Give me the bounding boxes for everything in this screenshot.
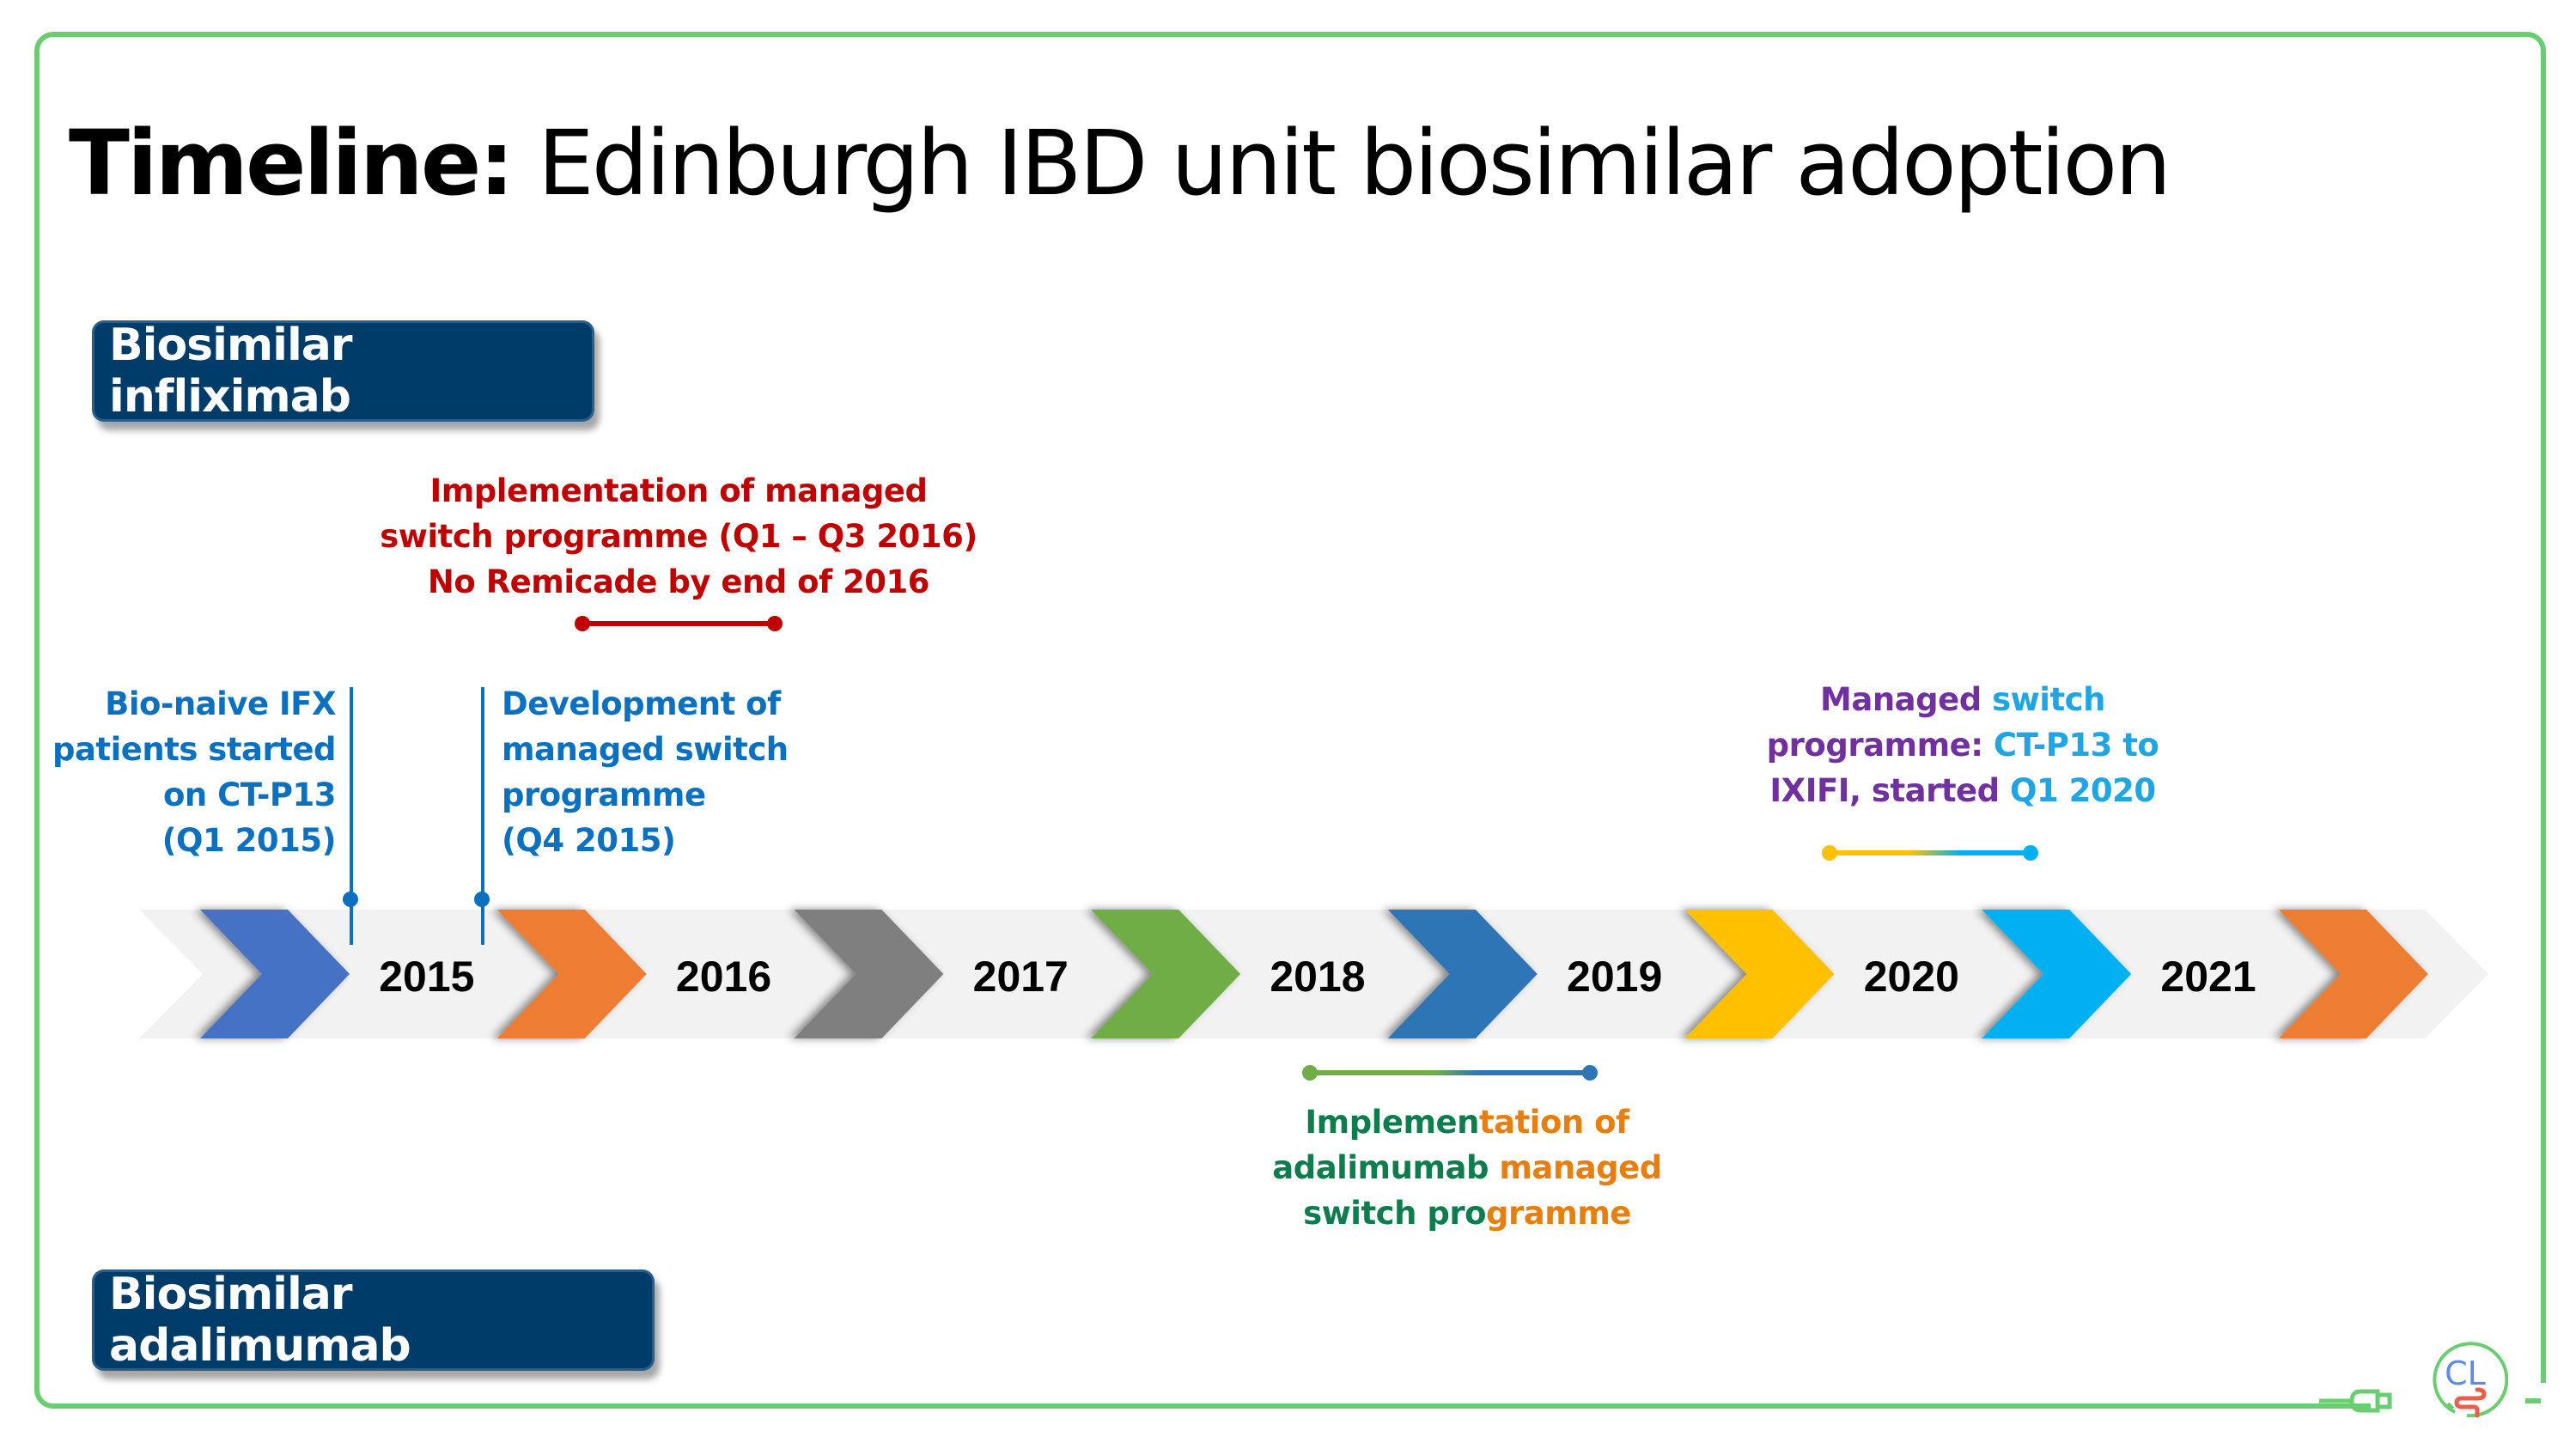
text-part: adalimumab — [1272, 1149, 1500, 1186]
band-arrow — [139, 910, 2488, 1038]
annotation-line: patients started — [52, 731, 337, 768]
text-part: Q1 2020 — [2010, 772, 2156, 809]
title-rest: Edinburgh IBD unit biosimilar adoption — [511, 111, 2171, 216]
annotation-development: Development of managed switch programme … — [502, 681, 789, 863]
annotation-adalimumab-switch: Implementation of adalimumab managed swi… — [1272, 1099, 1662, 1236]
text-part: tation of — [1478, 1104, 1629, 1141]
annotation-line: programme: CT-P13 to — [1767, 722, 2159, 768]
text-part: IXIFI, started — [1769, 772, 2011, 809]
annotation-line: No Remicade by end of 2016 — [427, 563, 930, 600]
title-bold: Timeline: — [69, 111, 515, 216]
text-part: managed — [1499, 1149, 1662, 1186]
chevron-arrow-icon — [1091, 910, 1241, 1038]
section-adalimumab-button[interactable]: Biosimilar adalimumab — [92, 1269, 655, 1372]
annotation-implementation-ifx: Implementation of managed switch program… — [380, 468, 977, 605]
chevron-arrow-icon — [496, 910, 647, 1038]
range-bar-2020 — [1830, 850, 2031, 855]
annotation-line: IXIFI, started Q1 2020 — [1767, 768, 2159, 813]
section-infliximab-label: Biosimilar infliximab — [109, 320, 353, 423]
annotation-bio-naive: Bio-naive IFX patients started on CT-P13… — [52, 681, 337, 863]
annotation-line: (Q4 2015) — [502, 822, 676, 859]
annotation-line: programme — [502, 776, 706, 813]
year-label-2017: 2017 — [972, 953, 1069, 1001]
annotation-line: Managed switch — [1767, 677, 2159, 722]
annotation-line: Implementation of managed — [429, 472, 928, 509]
marker-line-q1-2015 — [350, 687, 353, 945]
marker-dot-q1-2015 — [343, 892, 358, 907]
year-label-2018: 2018 — [1270, 953, 1366, 1001]
section-adalimumab-label: Biosimilar adalimumab — [109, 1269, 411, 1372]
annotation-line: switch programme (Q1 – Q3 2016) — [380, 518, 977, 555]
range-dot-end — [2023, 845, 2038, 861]
year-label-2020: 2020 — [1863, 953, 1959, 1001]
text-part: Implemen — [1305, 1104, 1479, 1141]
chevron-arrow-icon — [1387, 910, 1538, 1038]
range-dot-end — [1582, 1065, 1598, 1081]
range-dot-start — [1822, 845, 1837, 861]
annotation-line: Development of — [502, 685, 781, 722]
plug-icon — [2319, 1383, 2405, 1413]
annotation-line: on CT-P13 — [162, 776, 337, 813]
frame-tail — [2525, 1398, 2541, 1403]
year-label-2019: 2019 — [1567, 953, 1663, 1001]
range-dot-end — [767, 616, 783, 631]
chevron-arrow-icon — [200, 910, 350, 1038]
range-dot-start — [575, 616, 590, 631]
text-part: switch pro — [1303, 1195, 1486, 1232]
annotation-line: switch programme — [1272, 1190, 1661, 1236]
year-label-2021: 2021 — [2160, 953, 2256, 1001]
text-part: CT-P13 to — [1993, 727, 2159, 764]
text-part: Managed — [1820, 681, 1993, 718]
annotation-line: (Q1 2015) — [161, 822, 337, 859]
slide-frame — [34, 32, 2546, 1409]
range-bar-2018 — [1310, 1070, 1590, 1075]
text-part: programme: — [1766, 727, 1994, 764]
chevron-arrow-icon — [2278, 910, 2428, 1038]
text-part: gramme — [1485, 1195, 1631, 1232]
page-title: Timeline: Edinburgh IBD unit biosimilar … — [69, 110, 2171, 217]
marker-dot-q4-2015 — [474, 892, 490, 907]
range-dot-start — [1302, 1065, 1318, 1081]
annotation-line: Bio-naive IFX — [105, 685, 336, 722]
section-infliximab-button[interactable]: Biosimilar infliximab — [92, 320, 594, 423]
range-bar-2016 — [582, 621, 775, 626]
year-label-2015: 2015 — [379, 953, 475, 1001]
year-label-2016: 2016 — [675, 953, 772, 1001]
chevron-arrow-icon — [794, 910, 944, 1038]
cl-logo-icon: CL — [2433, 1342, 2508, 1418]
marker-line-q4-2015 — [481, 687, 484, 945]
text-part: switch — [1992, 681, 2105, 718]
chevron-group — [200, 910, 2428, 1038]
chevron-arrow-icon — [1982, 910, 2132, 1038]
annotation-ixifi-switch: Managed switch programme: CT-P13 to IXIF… — [1767, 677, 2159, 813]
annotation-line: adalimumab managed — [1272, 1145, 1662, 1190]
annotation-line: managed switch — [502, 731, 789, 768]
chevron-arrow-icon — [1684, 910, 1835, 1038]
annotation-line: Implementation of — [1272, 1099, 1661, 1145]
logo-text: CL — [2445, 1355, 2486, 1392]
